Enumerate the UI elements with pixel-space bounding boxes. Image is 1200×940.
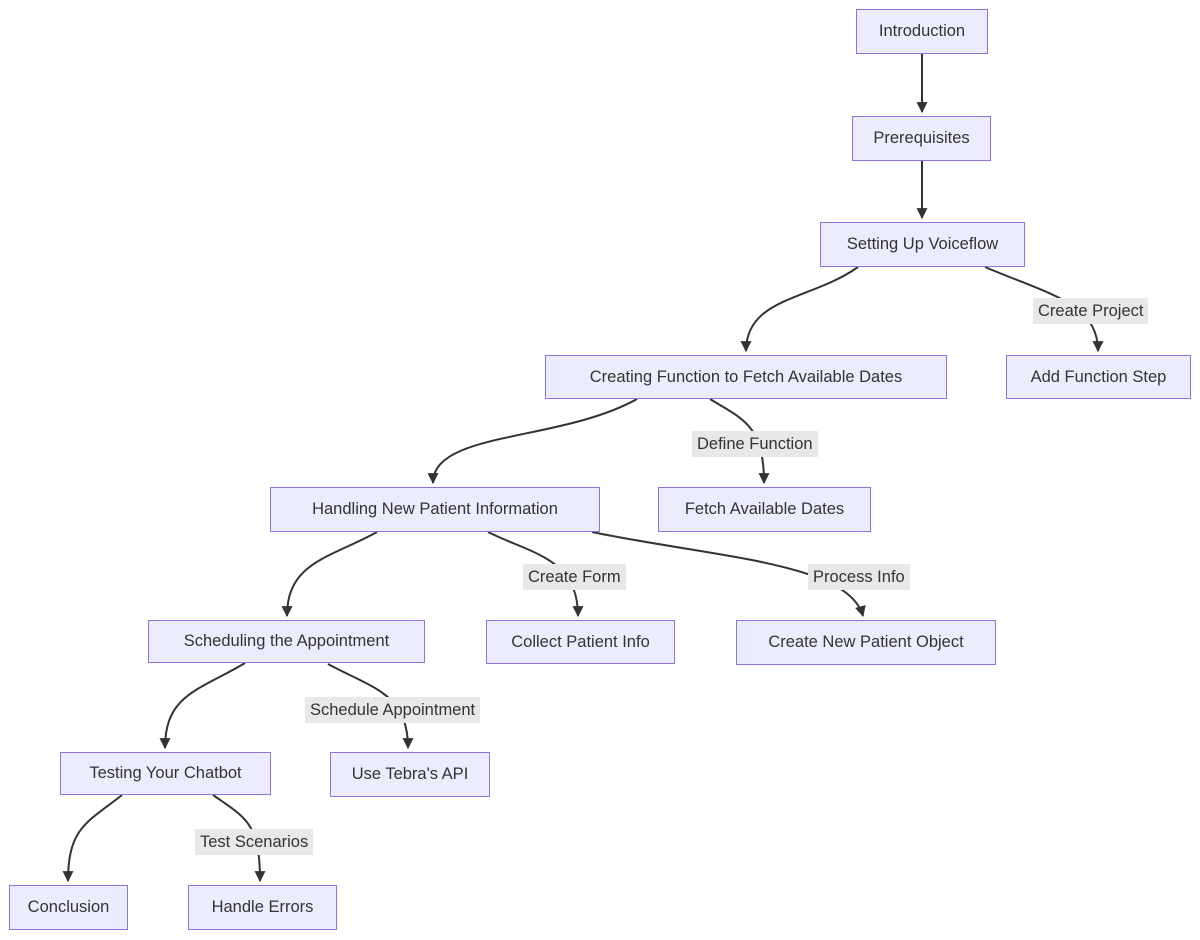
node-fetch-available-dates: Fetch Available Dates xyxy=(658,487,871,532)
edge-scheduling-to-testing-your-chatbot xyxy=(159,662,246,750)
edge-testing-to-handle-errors xyxy=(212,794,266,883)
edge-label-create-project: Create Project xyxy=(1033,298,1149,324)
edge-creating-function-to-fetch-available-dates xyxy=(709,398,770,485)
node-create-new-patient-object: Create New Patient Object xyxy=(736,620,996,665)
edge-label-define-function: Define Function xyxy=(692,431,818,457)
edge-label-process-info: Process Info xyxy=(808,564,910,590)
edge-handling-new-patient-information-to-collect-patient-info xyxy=(487,531,584,618)
edge-label-create-form: Create Form xyxy=(523,564,626,590)
edge-testing-to-conclusion xyxy=(62,794,123,883)
node-collect-patient-info: Collect Patient Info xyxy=(486,620,675,664)
edge-handling-new-patient-information-to-create-new-patient-object xyxy=(591,531,866,618)
node-add-function-step: Add Function Step xyxy=(1006,355,1191,399)
node-prerequisites: Prerequisites xyxy=(852,116,991,161)
edge-handling-new-patient-information-to-scheduling xyxy=(281,531,378,618)
node-scheduling-the-appointment: Scheduling the Appointment xyxy=(148,620,425,663)
node-testing-your-chatbot: Testing Your Chatbot xyxy=(60,752,271,795)
edge-scheduling-to-use-tebras-api xyxy=(327,663,414,750)
node-use-tebras-api: Use Tebra's API xyxy=(330,752,490,797)
edge-creating-function-to-handling-new-patient-information xyxy=(427,398,638,485)
node-setting-up-voiceflow: Setting Up Voiceflow xyxy=(820,222,1025,267)
node-creating-function-to-fetch-available-dates: Creating Function to Fetch Available Dat… xyxy=(545,355,947,399)
edge-label-schedule-appointment: Schedule Appointment xyxy=(305,697,481,723)
node-introduction: Introduction xyxy=(856,9,988,54)
edge-label-test-scenarios: Test Scenarios xyxy=(195,829,314,855)
edge-setting-up-voiceflow-to-creating-function xyxy=(740,266,859,353)
node-handle-errors: Handle Errors xyxy=(188,885,337,930)
node-conclusion: Conclusion xyxy=(9,885,128,930)
node-handling-new-patient-information: Handling New Patient Information xyxy=(270,487,600,532)
